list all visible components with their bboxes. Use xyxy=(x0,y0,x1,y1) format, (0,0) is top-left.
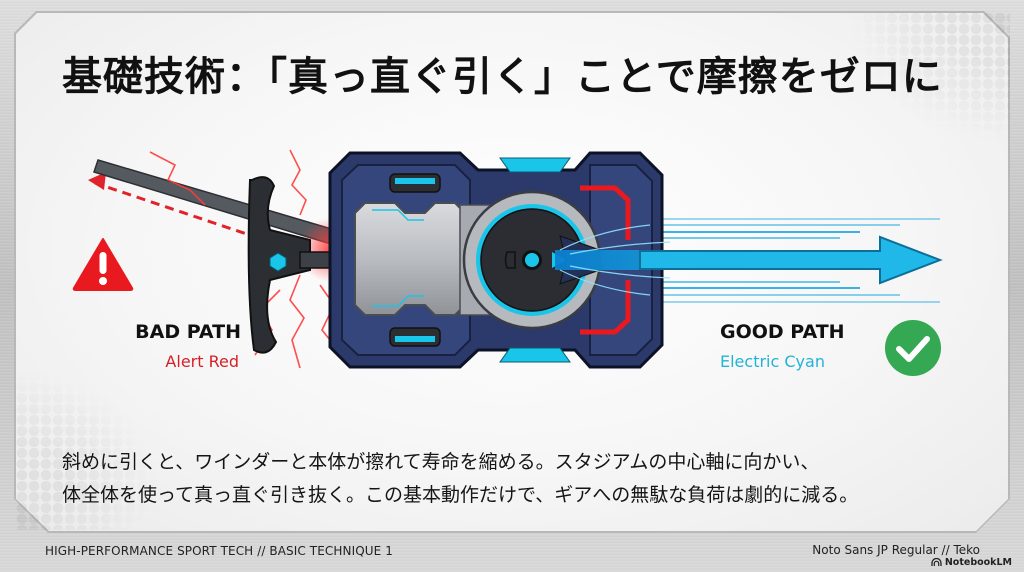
good-path-sublabel: Electric Cyan xyxy=(720,352,825,371)
brand-label: NotebookLM xyxy=(944,557,1012,568)
check-circle-icon xyxy=(885,320,941,376)
notebooklm-brand: NotebookLM xyxy=(931,557,1012,568)
good-path-label: GOOD PATH xyxy=(720,321,845,343)
airflow-lines xyxy=(640,218,940,303)
body-line-2: 体全体を使って真っ直ぐ引き抜く。この基本動作だけで、ギアへの無駄な負荷は劇的に減… xyxy=(62,484,859,506)
slide-title: 基礎技術：「真っ直ぐ引く」ことで摩擦をゼロに xyxy=(62,54,943,100)
bad-path-label: BAD PATH xyxy=(135,321,241,343)
launcher-illustration xyxy=(88,149,943,369)
body-text: 斜めに引くと、ワインダーと本体が擦れて寿命を縮める。スタジアムの中心軸に向かい、… xyxy=(62,446,982,512)
warning-triangle-icon xyxy=(72,238,134,291)
body-line-1: 斜めに引くと、ワインダーと本体が擦れて寿命を縮める。スタジアムの中心軸に向かい、 xyxy=(62,451,820,473)
footer-left-text: HIGH-PERFORMANCE SPORT TECH // BASIC TEC… xyxy=(45,544,393,558)
notebooklm-logo-icon xyxy=(931,558,942,566)
footer-right-text: Noto Sans JP Regular // Teko xyxy=(812,543,980,557)
bad-path-sublabel: Alert Red xyxy=(165,352,239,371)
hex-pattern-top-right xyxy=(850,12,1010,142)
hex-pattern-bottom-left xyxy=(16,370,156,530)
good-path-arrow xyxy=(639,235,943,285)
